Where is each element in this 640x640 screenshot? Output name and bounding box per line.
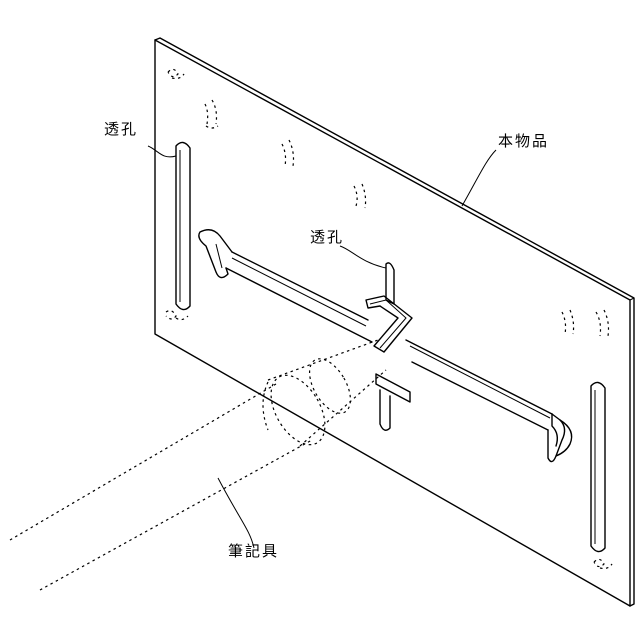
label-hole-left: 透孔 bbox=[104, 120, 138, 138]
leader-object bbox=[462, 150, 496, 206]
label-hole-center: 透孔 bbox=[310, 228, 344, 246]
label-object: 本物品 bbox=[498, 132, 549, 150]
plate-front-face bbox=[155, 40, 630, 606]
label-writing-tool: 筆記具 bbox=[228, 542, 279, 560]
leader-writing-tool bbox=[218, 478, 254, 548]
